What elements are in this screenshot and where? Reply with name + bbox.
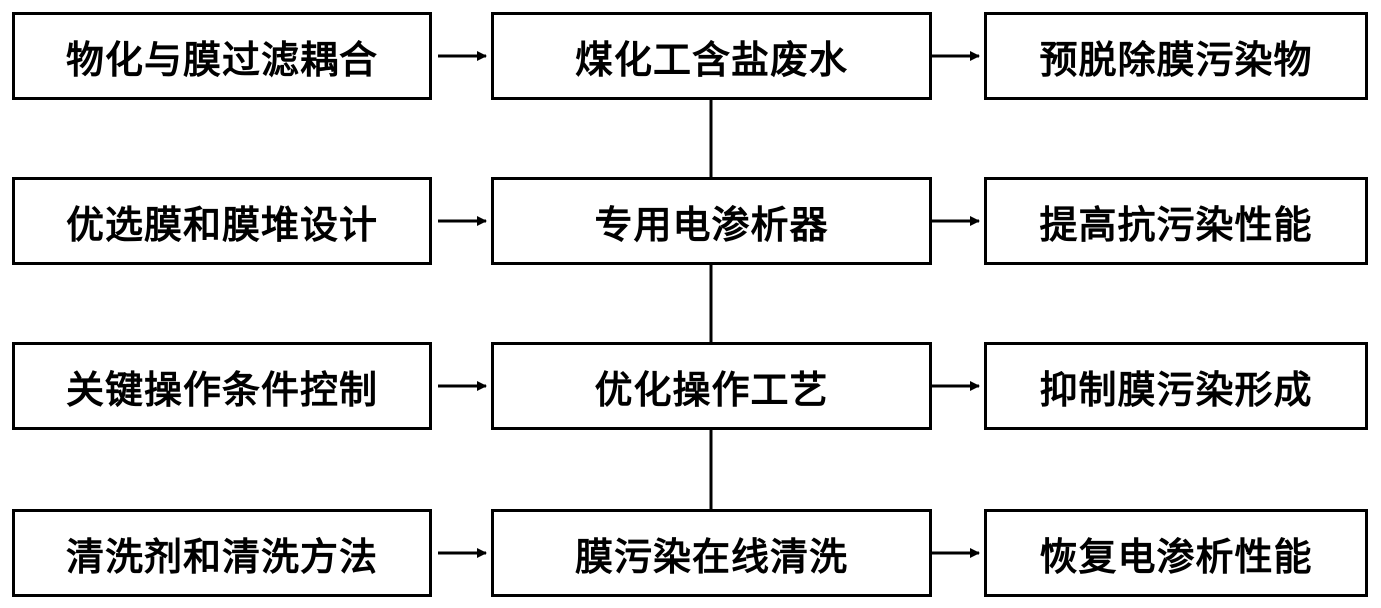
process-box-3: 优化操作工艺 xyxy=(491,342,932,430)
outcome-box-2: 提高抗污染性能 xyxy=(984,177,1368,265)
outcome-box-1: 预脱除膜污染物 xyxy=(984,12,1368,100)
method-box-4: 清洗剂和清洗方法 xyxy=(12,509,432,597)
method-box-2: 优选膜和膜堆设计 xyxy=(12,177,432,265)
method-box-1: 物化与膜过滤耦合 xyxy=(12,12,432,100)
outcome-box-4: 恢复电渗析性能 xyxy=(984,509,1368,597)
process-box-1: 煤化工含盐废水 xyxy=(491,12,932,100)
outcome-box-3: 抑制膜污染形成 xyxy=(984,342,1368,430)
method-box-3: 关键操作条件控制 xyxy=(12,342,432,430)
process-box-4: 膜污染在线清洗 xyxy=(491,509,932,597)
process-box-2: 专用电渗析器 xyxy=(491,177,932,265)
